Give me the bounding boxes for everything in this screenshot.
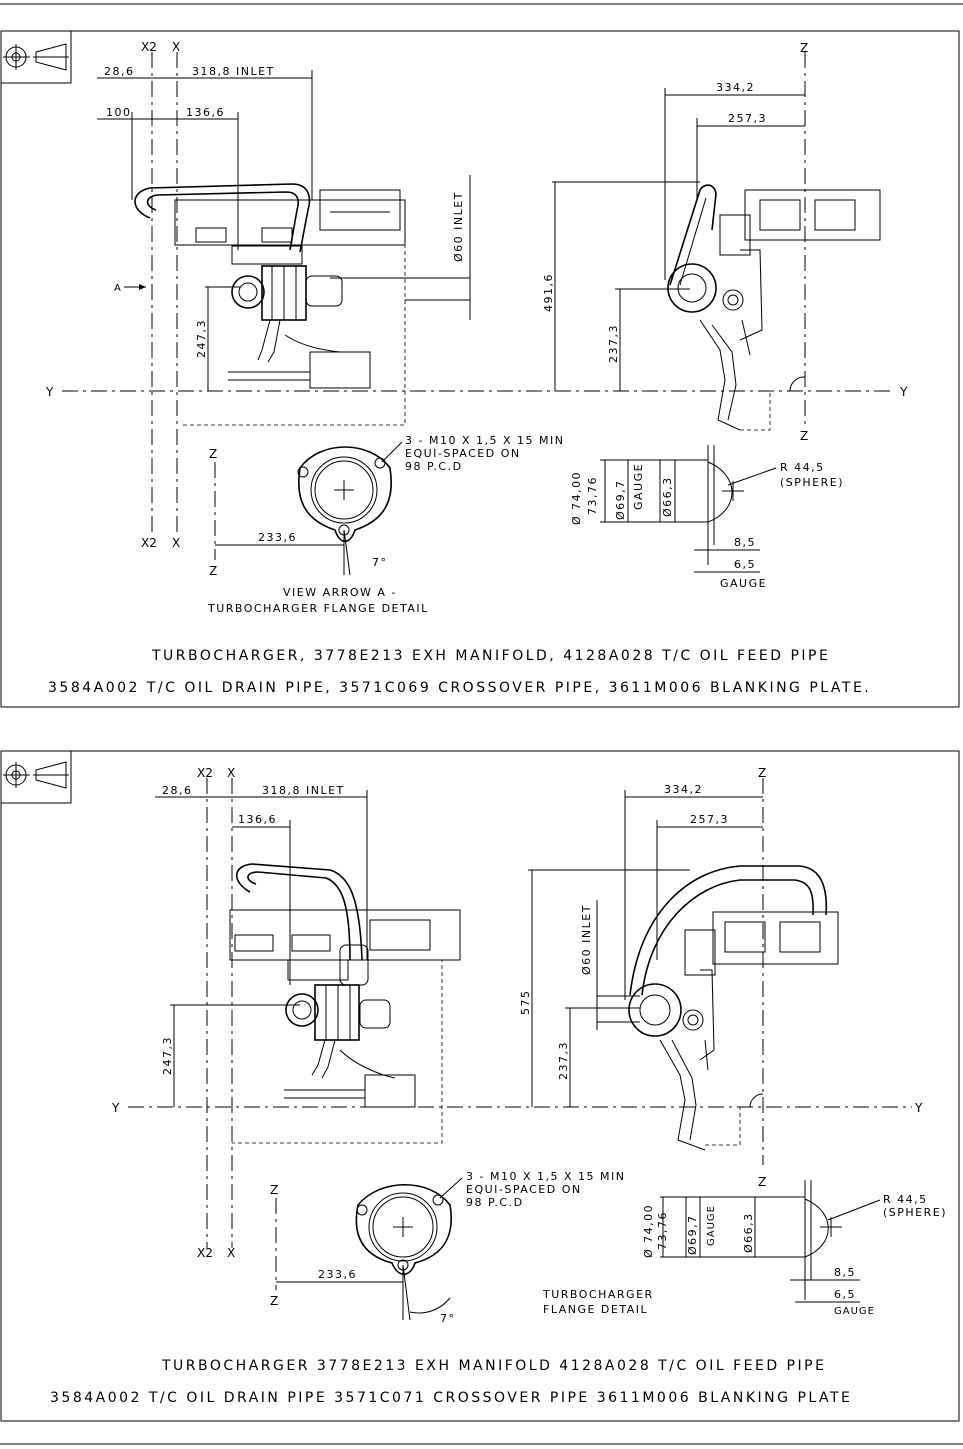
label-y-left: Y <box>45 385 54 399</box>
label-y-left: Y <box>111 1101 120 1115</box>
label-x2-bottom: X2 <box>141 536 157 550</box>
label-x-bottom: X <box>172 536 180 550</box>
note-sphere: (SPHERE) <box>780 476 844 489</box>
dim-491-6: 491,6 <box>542 273 555 312</box>
note-flange-detail: TURBOCHARGER FLANGE DETAIL <box>207 602 429 615</box>
caption-line-2: 3584A002 T/C OIL DRAIN PIPE 3571C071 CRO… <box>50 1390 852 1406</box>
dim-247-3: 247,3 <box>195 319 208 358</box>
dim-257-3: 257,3 <box>690 813 729 826</box>
caption-line-2: 3584A002 T/C OIL DRAIN PIPE, 3571C069 CR… <box>48 680 871 696</box>
dim-8-5: 8,5 <box>734 536 756 549</box>
dim-318-8-inlet: 318,8 INLET <box>262 784 345 797</box>
arrow-a-label: A <box>114 283 122 294</box>
dim-136-6: 136,6 <box>186 106 225 119</box>
dim-257-3: 257,3 <box>728 112 767 125</box>
turbocharger-side-view <box>134 183 470 426</box>
label-z-bottom: Z <box>758 1175 766 1189</box>
panel-1: X2 X X2 X Z Z Y Y 28,6 318,8 INLET 100 1… <box>0 30 960 708</box>
dim-dia-69-7: Ø69,7 <box>686 1214 699 1255</box>
dim-237-3: 237,3 <box>557 1041 570 1080</box>
dim-gauge-vertical: GAUGE <box>706 1205 717 1246</box>
turbocharger-side-view <box>229 863 461 1144</box>
dim-dia-74: Ø 74,00 <box>642 1204 655 1258</box>
flange-detail-view <box>355 1184 452 1276</box>
dim-dia-74: Ø 74,00 <box>570 471 583 525</box>
note-view-arrow-a: VIEW ARROW A - <box>283 586 397 599</box>
caption-line-1: TURBOCHARGER 3778E213 EXH MANIFOLD 4128A… <box>161 1358 826 1374</box>
gauge-detail-view <box>600 445 744 565</box>
dim-233-6: 233,6 <box>258 531 297 544</box>
flange-label-z-top: Z <box>270 1183 278 1197</box>
dim-dia-69-7: Ø69,7 <box>614 479 627 520</box>
panel-2-frame <box>0 750 960 1422</box>
label-x-top: X <box>227 766 235 780</box>
note-pcd: 98 P.C.D <box>466 1196 524 1209</box>
dim-136-6: 136,6 <box>238 813 277 826</box>
note-r-44-5: R 44,5 <box>780 461 825 474</box>
dim-575: 575 <box>519 990 532 1016</box>
dim-100: 100 <box>106 106 132 119</box>
dim-73-76: 73,76 <box>656 1211 669 1250</box>
dim-28-6: 28,6 <box>162 784 193 797</box>
projection-symbol-icon <box>0 750 72 804</box>
label-x-bottom: X <box>227 1246 235 1260</box>
dim-7-deg: 7° <box>440 1312 456 1325</box>
note-bolt-spec: 3 - M10 X 1,5 X 15 MIN <box>466 1170 625 1183</box>
dim-318-8-inlet: 318,8 INLET <box>192 65 275 78</box>
dim-gauge: GAUGE <box>834 1306 875 1317</box>
dim-334-2: 334,2 <box>664 783 703 796</box>
dim-247-3: 247,3 <box>161 1036 174 1075</box>
dim-6-5: 6,5 <box>834 1288 856 1301</box>
gauge-detail-view <box>660 1180 842 1300</box>
dim-gauge: GAUGE <box>720 577 767 590</box>
label-x-top: X <box>172 40 180 54</box>
turbocharger-end-view <box>628 865 839 1151</box>
projection-symbol-icon <box>0 30 72 84</box>
dim-334-2: 334,2 <box>716 81 755 94</box>
turbocharger-end-view <box>667 184 881 431</box>
note-sphere: (SPHERE) <box>883 1206 947 1219</box>
dim-73-76: 73,76 <box>586 476 599 515</box>
note-bolt-spec: 3 - M10 X 1,5 X 15 MIN <box>405 434 564 447</box>
dim-dia-66-3: Ø66,3 <box>661 476 674 517</box>
note-r-44-5: R 44,5 <box>883 1193 928 1206</box>
dim-237-3: 237,3 <box>607 324 620 363</box>
note-equi-spaced: EQUI-SPACED ON <box>466 1183 582 1196</box>
note-equi-spaced: EQUI-SPACED ON <box>405 447 521 460</box>
dim-28-6: 28,6 <box>104 65 135 78</box>
caption-line-1: TURBOCHARGER, 3778E213 EXH MANIFOLD, 412… <box>151 648 830 664</box>
label-x2-top: X2 <box>141 40 157 54</box>
label-y-right: Y <box>914 1101 923 1115</box>
flange-detail-view <box>297 446 392 543</box>
dim-gauge-vertical: GAUGE <box>632 463 645 510</box>
note-turbocharger: TURBOCHARGER <box>542 1288 654 1301</box>
note-pcd: 98 P.C.D <box>405 460 463 473</box>
flange-label-z-bottom: Z <box>270 1294 278 1308</box>
panel-2: X2 X X2 X Z Z Y Y 28,6 318,8 INLET 136,6 <box>0 750 960 1422</box>
label-z-top: Z <box>800 41 808 55</box>
dim-dia-60-inlet: Ø60 INLET <box>452 191 465 262</box>
dim-dia-66-3: Ø66,3 <box>742 1212 755 1253</box>
flange-label-z-top: Z <box>209 447 217 461</box>
label-y-right: Y <box>899 385 908 399</box>
label-x2-bottom: X2 <box>197 1246 213 1260</box>
note-flange-detail: FLANGE DETAIL <box>543 1303 648 1316</box>
dim-dia-60-inlet: Ø60 INLET <box>580 904 593 975</box>
label-x2-top: X2 <box>197 766 213 780</box>
panel-1-frame <box>0 30 960 708</box>
dim-7-deg: 7° <box>372 556 388 569</box>
label-z-bottom: Z <box>800 429 808 443</box>
label-z-top: Z <box>758 766 766 780</box>
dim-6-5: 6,5 <box>734 558 756 571</box>
flange-label-z-bottom: Z <box>209 564 217 578</box>
dim-8-5: 8,5 <box>834 1266 856 1279</box>
dim-233-6: 233,6 <box>318 1268 357 1281</box>
